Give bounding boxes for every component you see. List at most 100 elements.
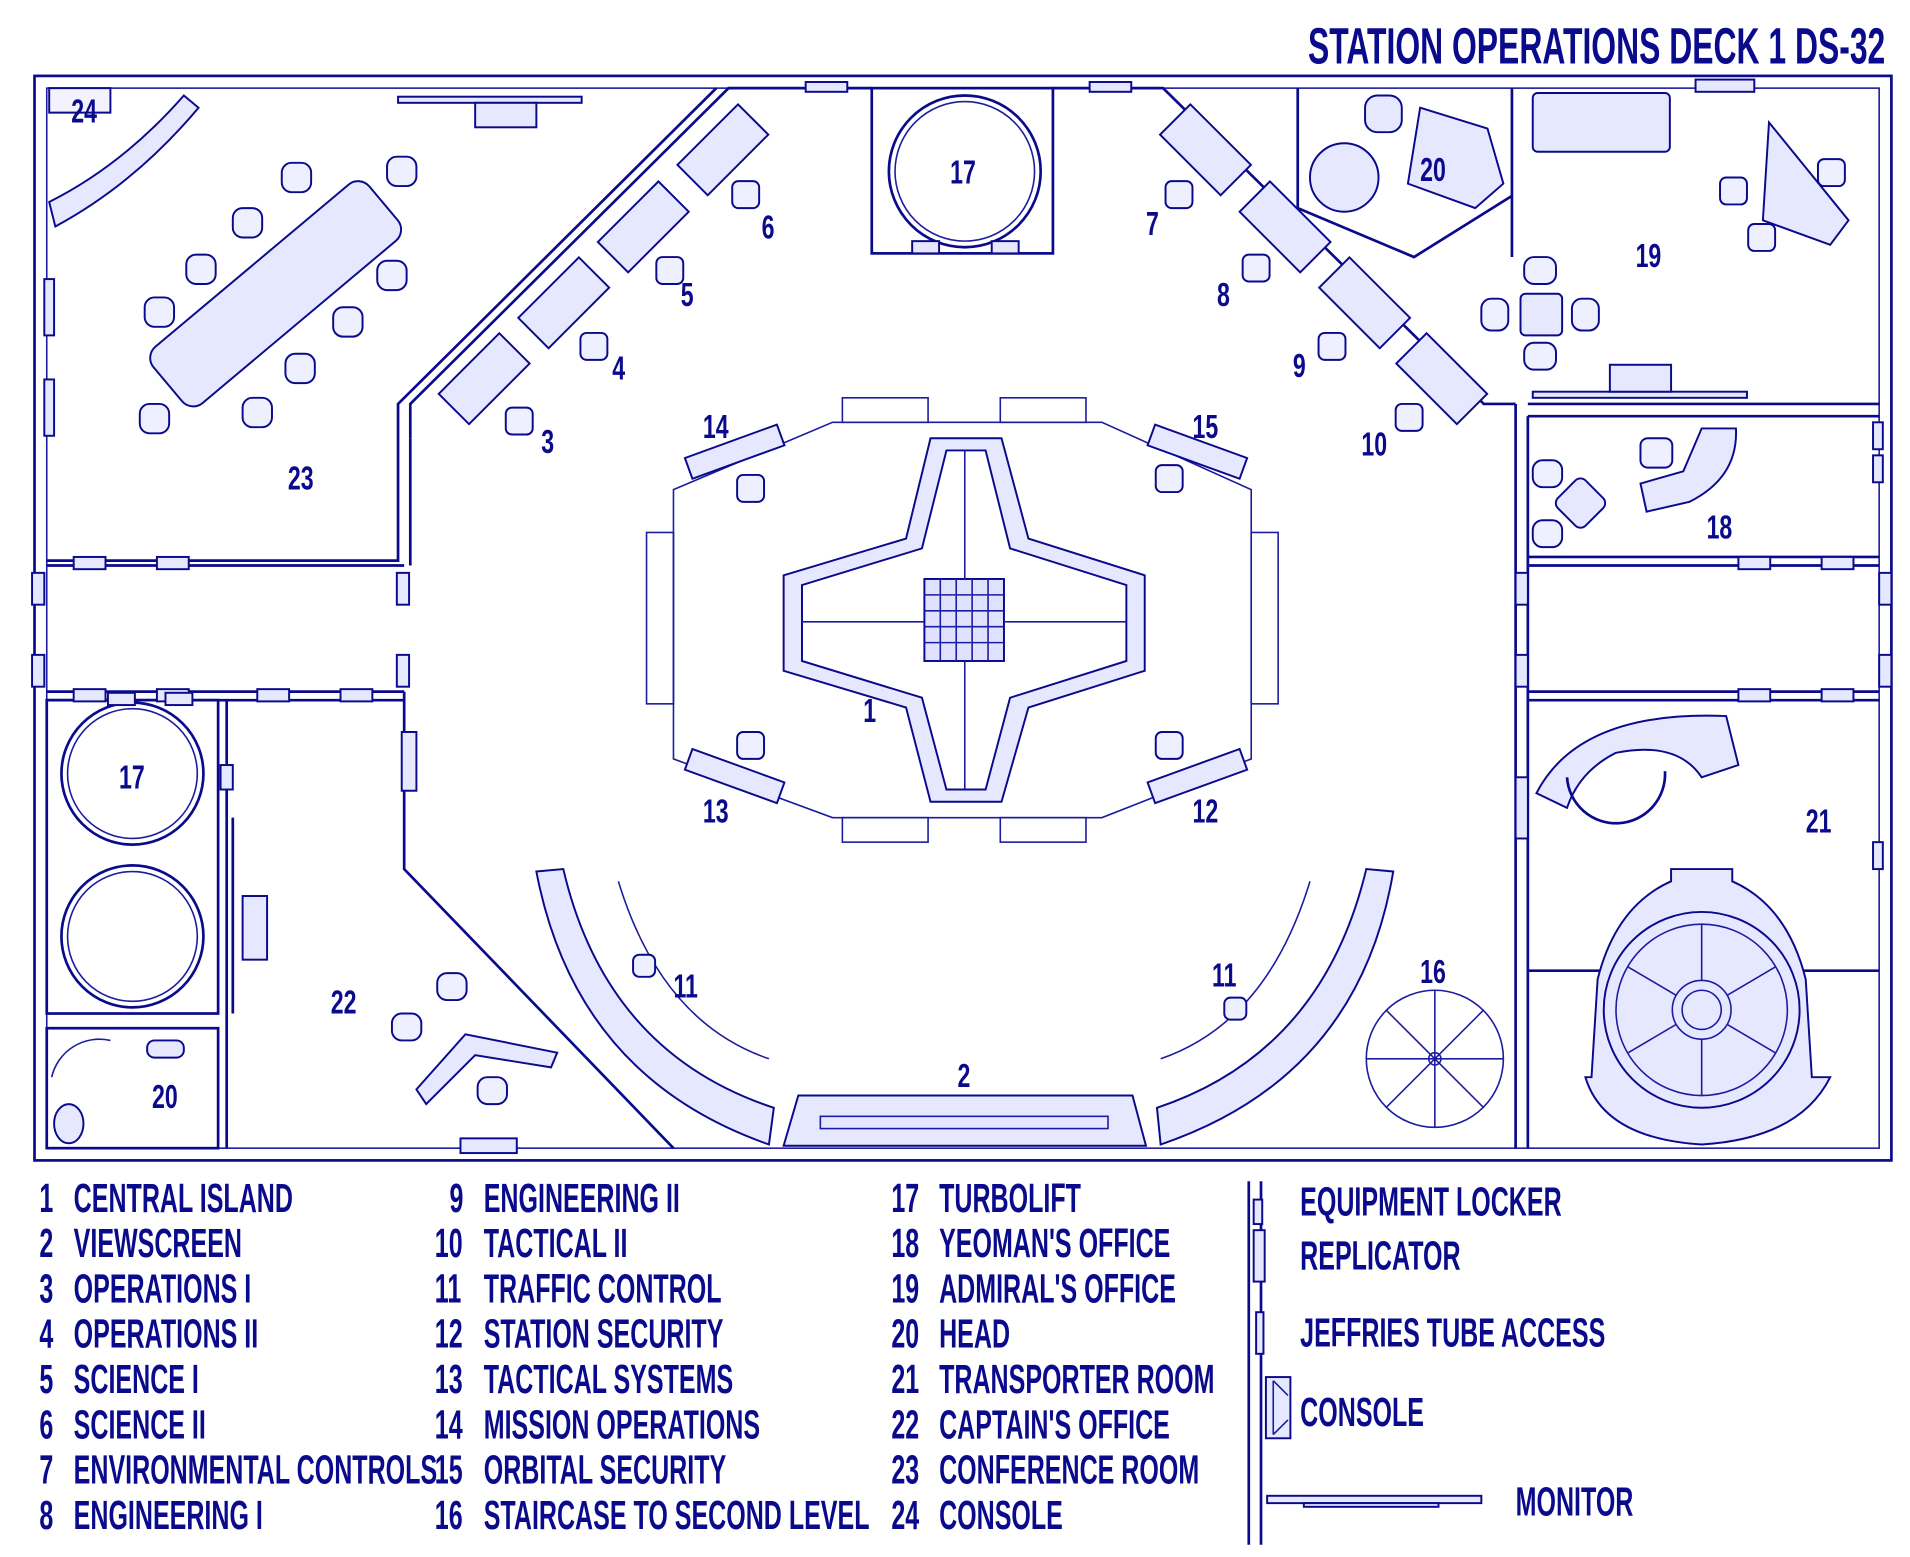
legend-label: STAIRCASE TO SECOND LEVEL [484, 1494, 870, 1538]
legend-label: OPERATIONS I [74, 1268, 252, 1312]
transporter-room: 21 [1535, 714, 1832, 1146]
equipment-locker-icon [1252, 1198, 1264, 1226]
diagram-title: STATION OPERATIONS DECK 1 DS-32 [1308, 18, 1885, 76]
label-11-right: 11 [1212, 958, 1237, 995]
legend-label: STATION SECURITY [484, 1313, 724, 1357]
left-diagonal-consoles: 6 5 4 3 [437, 102, 775, 461]
label-22: 22 [331, 985, 357, 1022]
legend-num: 13 [435, 1358, 463, 1402]
label-15: 15 [1192, 409, 1218, 446]
head-left: 20 [50, 1038, 185, 1145]
legend-num: 10 [435, 1222, 463, 1266]
captains-office: 22 [231, 817, 559, 1106]
symbol-legend: EQUIPMENT LOCKER REPLICATOR JEFFRIES TUB… [1247, 1181, 1634, 1545]
label-18: 18 [1707, 510, 1733, 547]
legend-num: 24 [891, 1494, 919, 1538]
legend-num: 20 [891, 1313, 919, 1357]
jeffries-tube-icon [1255, 1311, 1265, 1355]
label-5: 5 [681, 277, 694, 314]
admirals-office: 19 [1480, 92, 1850, 399]
jeffries-tube-access-marks [219, 421, 1884, 871]
legend-label: TURBOLIFT [939, 1177, 1081, 1221]
label-11-left: 11 [673, 969, 698, 1006]
legend-num: 5 [39, 1358, 53, 1402]
legend-label: HEAD [939, 1313, 1010, 1357]
legend-jeffries-tube: JEFFRIES TUBE ACCESS [1300, 1312, 1605, 1356]
conference-chairs [138, 155, 418, 435]
legend-num: 17 [891, 1177, 919, 1221]
label-6: 6 [762, 210, 775, 247]
legend-monitor: MONITOR [1516, 1481, 1634, 1525]
legend-num: 2 [39, 1222, 53, 1266]
replicator-icon [1252, 1229, 1266, 1283]
monitor-icon [1266, 1494, 1483, 1508]
legend-label: TRANSPORTER ROOM [939, 1358, 1214, 1402]
legend-num: 8 [39, 1494, 53, 1538]
monitor [397, 95, 583, 129]
legend-label: YEOMAN'S OFFICE [939, 1222, 1170, 1266]
legend-label: SCIENCE I [74, 1358, 199, 1402]
label-24: 24 [71, 93, 97, 130]
label-17-top: 17 [950, 155, 976, 192]
label-20-left: 20 [152, 1079, 178, 1116]
label-20-top: 20 [1420, 152, 1446, 189]
legend-label: CAPTAIN'S OFFICE [939, 1403, 1170, 1447]
legend-num: 18 [891, 1222, 919, 1266]
label-14: 14 [703, 409, 729, 446]
legend-num: 3 [39, 1268, 53, 1312]
label-8: 8 [1217, 277, 1230, 314]
console-icon [1264, 1376, 1292, 1440]
legend-col-3: 17 TURBOLIFT 18 YEOMAN'S OFFICE 19 ADMIRAL'… [891, 1177, 1214, 1539]
legend-num: 7 [39, 1449, 53, 1493]
label-19: 19 [1636, 238, 1662, 275]
legend-label: ORBITAL SECURITY [484, 1449, 726, 1493]
viewscreen: 2 [782, 1058, 1148, 1147]
label-23: 23 [288, 461, 314, 498]
legend-num: 1 [39, 1177, 53, 1221]
label-17-left: 17 [119, 759, 145, 796]
turbolift-left: 17 [60, 691, 205, 1009]
console-24 [48, 94, 200, 228]
legend-num: 22 [891, 1403, 919, 1447]
legend-label: ENGINEERING I [74, 1494, 263, 1538]
legend-num: 21 [891, 1358, 919, 1402]
legend-num: 12 [435, 1313, 463, 1357]
central-platform: 1 14 15 13 12 [645, 397, 1279, 843]
label-7: 7 [1146, 206, 1159, 243]
staircase: 16 [1365, 954, 1505, 1129]
label-10: 10 [1361, 426, 1387, 463]
label-4: 4 [612, 350, 625, 387]
legend-label: SCIENCE II [74, 1403, 206, 1447]
label-13: 13 [703, 794, 729, 831]
legend-console: CONSOLE [1300, 1391, 1424, 1435]
label-2: 2 [957, 1058, 970, 1095]
turbolift-top: 17 [870, 86, 1055, 255]
legend-num: 15 [435, 1449, 463, 1493]
doors [31, 78, 1893, 1155]
label-9: 9 [1293, 348, 1306, 385]
legend-label: VIEWSCREEN [74, 1222, 242, 1266]
traffic-control-consoles: 11 11 [535, 868, 1395, 1146]
label-3: 3 [541, 424, 554, 461]
label-21: 21 [1806, 803, 1832, 840]
legend-label: CONSOLE [939, 1494, 1063, 1538]
central-island [782, 437, 1146, 803]
legend-label: ADMIRAL'S OFFICE [939, 1268, 1176, 1312]
legend-replicator: REPLICATOR [1300, 1234, 1460, 1278]
legend-num: 9 [449, 1177, 463, 1221]
legend-label: ENGINEERING II [484, 1177, 680, 1221]
yeomans-office: 18 [1531, 427, 1737, 549]
legend-label: TACTICAL SYSTEMS [484, 1358, 733, 1402]
head-top: 20 [1296, 88, 1513, 259]
legend-label: CONFERENCE ROOM [939, 1449, 1199, 1493]
legend-label: MISSION OPERATIONS [484, 1403, 760, 1447]
legend-num: 19 [891, 1268, 919, 1312]
legend-label: TACTICAL II [484, 1222, 628, 1266]
conference-room: 24 23 [48, 87, 583, 498]
legend-equipment-locker: EQUIPMENT LOCKER [1300, 1181, 1561, 1225]
conference-table [149, 180, 403, 408]
